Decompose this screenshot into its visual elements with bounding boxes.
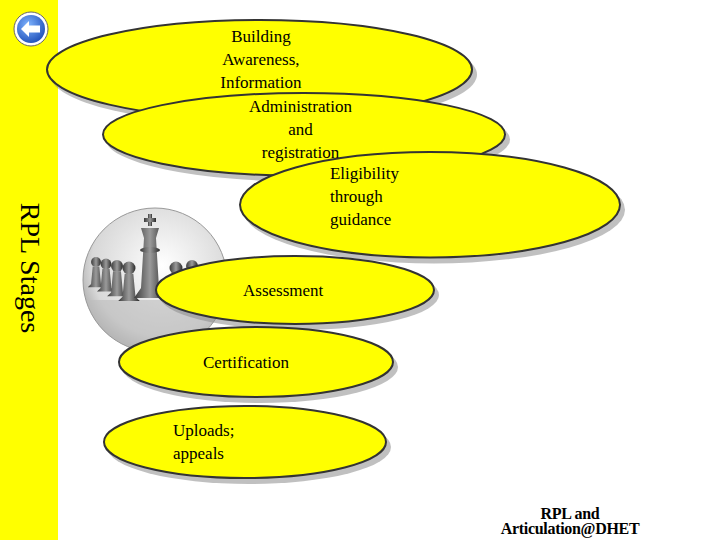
- stage-label: Eligibility through guidance: [330, 162, 400, 231]
- stage-ellipse: Eligibility through guidance: [239, 151, 621, 258]
- stage-label: Certification: [203, 351, 290, 374]
- footer-label: RPL and Articulation@DHET: [490, 506, 650, 536]
- stage-ellipse: Uploads; appeals: [103, 405, 387, 479]
- stage-label: Assessment: [243, 279, 325, 302]
- ellipse-outline: [239, 151, 621, 258]
- ellipse-outline: [103, 405, 387, 479]
- stage-label: Uploads; appeals: [173, 419, 236, 465]
- back-button-icon: [12, 10, 50, 48]
- stage-label: Administration and registration: [249, 95, 353, 164]
- stage-ellipse: Assessment: [155, 255, 435, 325]
- stage-ellipse: Certification: [118, 326, 394, 398]
- side-title: RPL Stages: [14, 203, 46, 333]
